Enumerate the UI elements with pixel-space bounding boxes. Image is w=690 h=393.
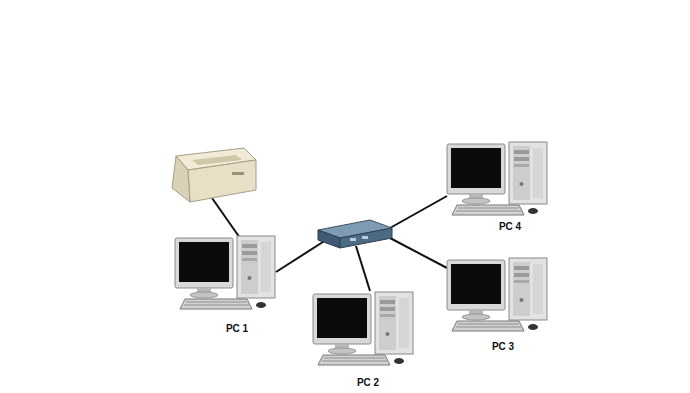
computer-node: PC 2	[355, 376, 381, 389]
computer-label: PC 4	[499, 221, 521, 232]
computer-node: PC 1	[224, 322, 250, 335]
computer-label: PC 2	[357, 377, 379, 388]
computer-label: PC 1	[226, 323, 248, 334]
pc-icon	[447, 142, 547, 215]
pc-icon	[175, 236, 275, 309]
network-hub	[318, 220, 392, 248]
printer-icon	[172, 148, 256, 202]
computer-node: PC 3	[490, 340, 516, 353]
computer-node: PC 4	[497, 220, 523, 233]
pc-icon	[447, 258, 547, 331]
pc-icon	[313, 292, 413, 365]
computer-label: PC 3	[492, 341, 514, 352]
